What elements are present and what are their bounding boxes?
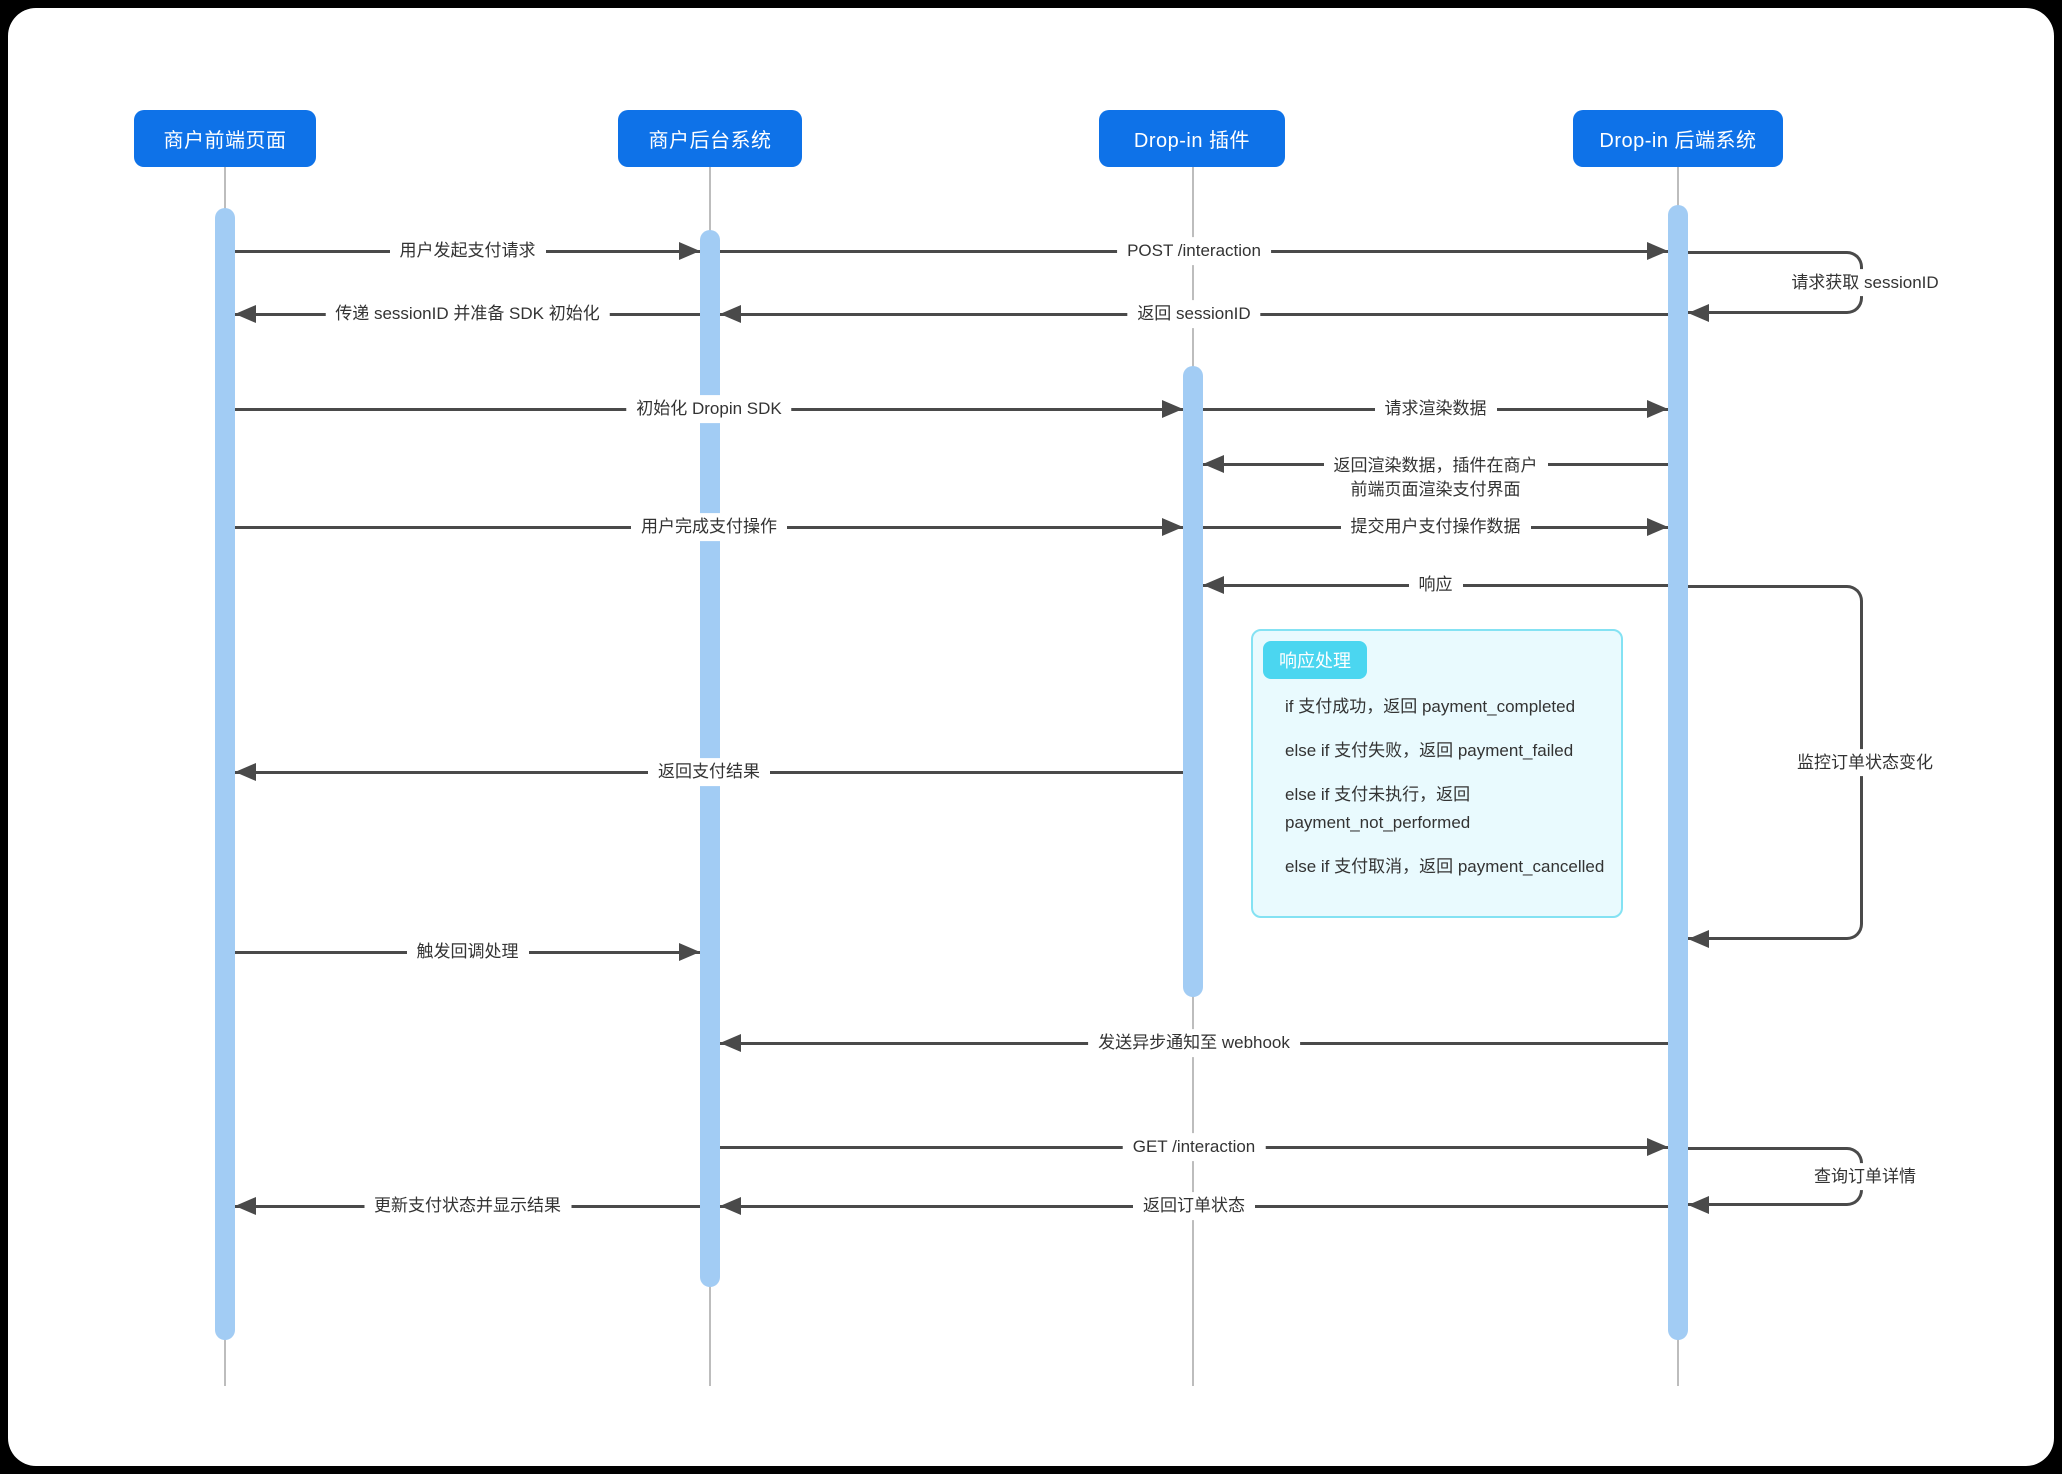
diagram-panel: 商户前端页面 商户后台系统 Drop-in 插件 Drop-in 后端系统 用户… [8, 8, 2054, 1466]
arrowhead-left-icon [1688, 929, 1709, 948]
message-label: 返回 sessionID [1127, 300, 1261, 328]
actor-label: Drop-in 后端系统 [1599, 130, 1757, 152]
self-message-label: 请求获取 sessionID [1781, 268, 1949, 297]
message-label: 触发回调处理 [406, 938, 529, 966]
arrowhead-left-icon [1203, 576, 1224, 594]
note-item: if 支付成功，返回 payment_completed [1285, 697, 1576, 716]
message-label: 响应 [1408, 571, 1463, 599]
activation-bar-dropin-backend [1668, 205, 1688, 1340]
note-item: else if 支付未执行，返回 payment_not_performed [1285, 785, 1471, 832]
arrowhead-right-icon [679, 242, 700, 260]
arrowhead-right-icon [1647, 242, 1668, 260]
arrowhead-left-icon [720, 1034, 741, 1052]
arrowhead-left-icon [235, 305, 256, 323]
note-box-response-handling: 响应处理 if 支付成功，返回 payment_completed else i… [1251, 629, 1623, 918]
message-label: 初始化 Dropin SDK [626, 395, 792, 423]
message-label: 提交用户支付操作数据 [1340, 513, 1531, 541]
message-label: 用户发起支付请求 [389, 237, 546, 265]
note-title-tab: 响应处理 [1263, 641, 1367, 679]
actor-box-merchant-backend: 商户后台系统 [618, 110, 802, 167]
message-label: POST /interaction [1117, 237, 1271, 265]
note-body: if 支付成功，返回 payment_completed else if 支付失… [1285, 693, 1611, 897]
message-label: 更新支付状态并显示结果 [364, 1192, 571, 1220]
arrowhead-left-icon [1688, 1195, 1709, 1214]
message-label: 发送异步通知至 webhook [1088, 1029, 1300, 1057]
note-item: else if 支付取消，返回 payment_cancelled [1285, 857, 1605, 876]
arrowhead-left-icon [1203, 455, 1224, 473]
self-message-label: 监控订单状态变化 [1787, 748, 1943, 777]
arrowhead-right-icon [679, 943, 700, 961]
arrowhead-left-icon [235, 763, 256, 781]
message-label: 请求渲染数据 [1374, 395, 1497, 423]
arrowhead-right-icon [1647, 400, 1668, 418]
actor-box-dropin-backend: Drop-in 后端系统 [1573, 110, 1783, 167]
activation-bar-merchant-frontend [215, 208, 235, 1340]
arrowhead-right-icon [1647, 518, 1668, 536]
arrowhead-right-icon [1162, 518, 1183, 536]
self-message-label: 查询订单详情 [1804, 1162, 1926, 1191]
actor-box-merchant-frontend: 商户前端页面 [134, 110, 316, 167]
activation-bar-dropin-plugin [1183, 366, 1203, 997]
message-label: GET /interaction [1122, 1133, 1266, 1161]
arrowhead-right-icon [1162, 400, 1183, 418]
actor-label: 商户后台系统 [648, 130, 772, 152]
actor-label: 商户前端页面 [163, 130, 287, 152]
note-item: else if 支付失败，返回 payment_failed [1285, 741, 1574, 760]
actor-box-dropin-plugin: Drop-in 插件 [1099, 110, 1285, 167]
message-label: 用户完成支付操作 [631, 513, 787, 541]
arrowhead-left-icon [1688, 303, 1709, 322]
arrowhead-left-icon [720, 305, 741, 323]
actor-label: Drop-in 插件 [1133, 130, 1251, 152]
message-label: 返回订单状态 [1133, 1192, 1255, 1220]
message-label: 传递 sessionID 并准备 SDK 初始化 [325, 300, 610, 328]
arrowhead-right-icon [1647, 1138, 1668, 1156]
message-label: 返回渲染数据，插件在商户 前端页面渲染支付界面 [1323, 452, 1548, 504]
arrowhead-left-icon [235, 1197, 256, 1215]
message-label: 返回支付结果 [648, 758, 770, 786]
arrowhead-left-icon [720, 1197, 741, 1215]
